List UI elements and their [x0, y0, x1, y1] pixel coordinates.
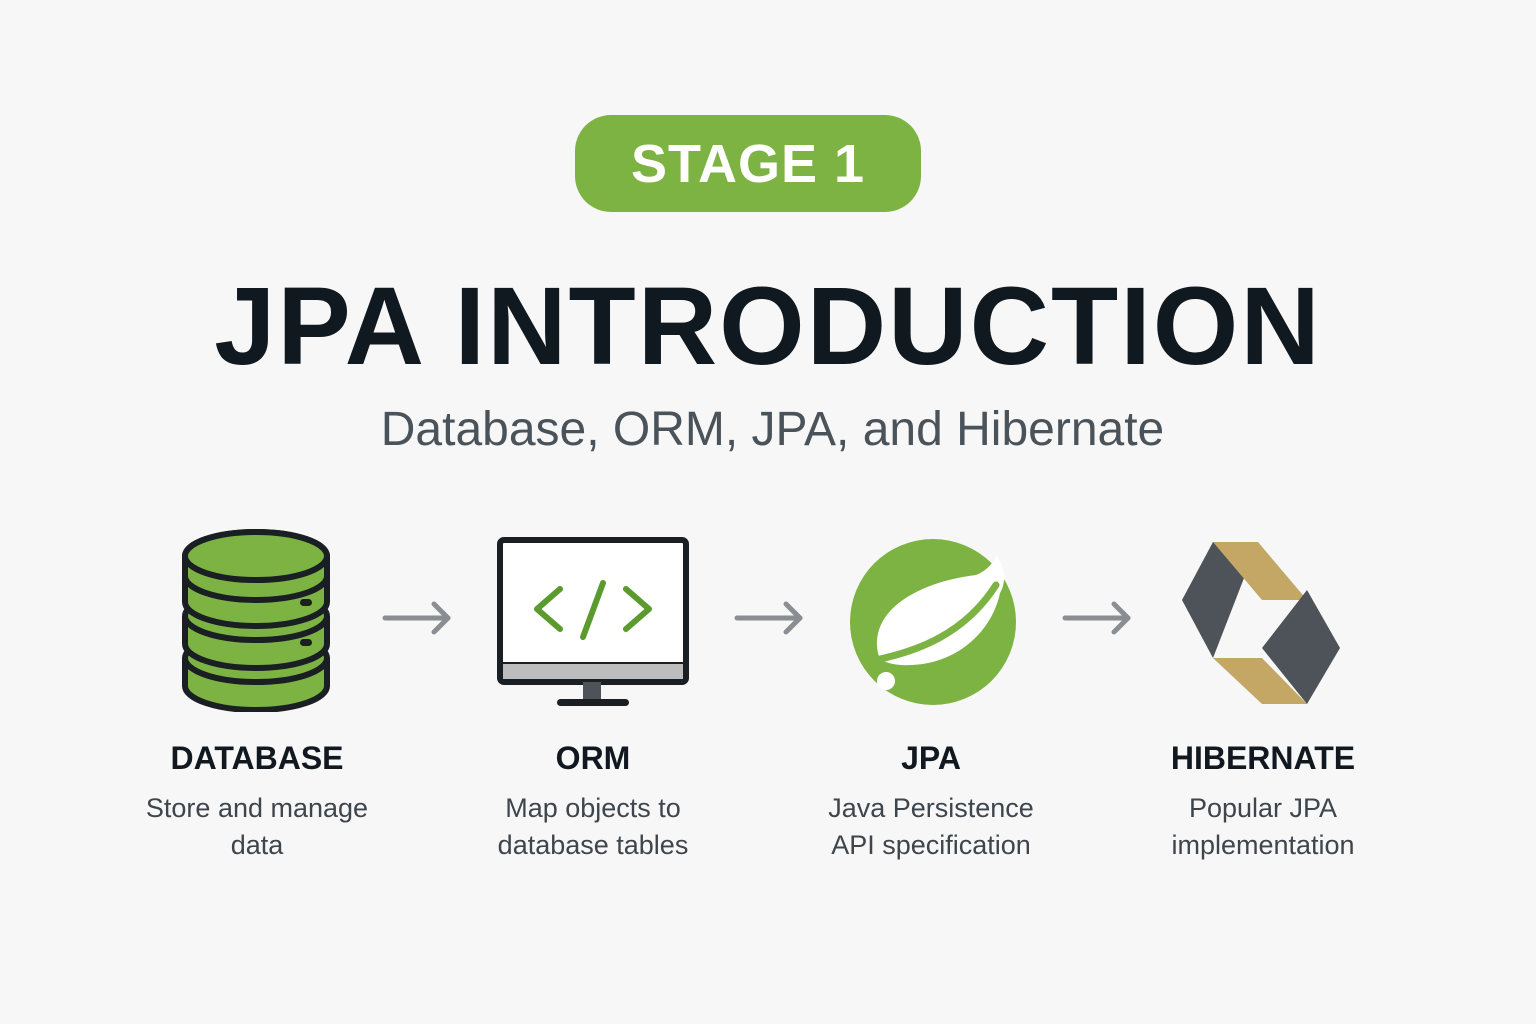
- step-desc-line: Store and manage: [145, 793, 369, 823]
- step-label-database: DATABASE: [170, 740, 344, 776]
- step-desc-database: Store and manage data: [107, 790, 407, 864]
- database-icon: [180, 528, 332, 713]
- step-desc-hibernate: Popular JPA implementation: [1113, 790, 1413, 864]
- step-label-jpa: JPA: [901, 740, 961, 776]
- step-label-hibernate: HIBERNATE: [1170, 740, 1356, 776]
- page-subtitle: Database, ORM, JPA, and Hibernate: [380, 403, 1165, 456]
- step-desc-line: data: [230, 830, 284, 860]
- step-desc-line: database tables: [497, 830, 689, 860]
- hibernate-logo-icon: [1180, 540, 1342, 706]
- arrow-right-icon: [1062, 600, 1134, 636]
- step-desc-jpa: Java Persistence API specification: [781, 790, 1081, 864]
- step-label-orm: ORM: [555, 740, 631, 776]
- arrow-right-icon: [382, 600, 454, 636]
- step-desc-line: Map objects to: [505, 793, 681, 823]
- monitor-code-icon: [497, 537, 691, 709]
- page-title: JPA INTRODUCTION: [214, 265, 1322, 388]
- stage-badge: STAGE 1: [575, 115, 921, 212]
- step-desc-line: implementation: [1171, 830, 1355, 860]
- spring-leaf-icon: [846, 535, 1020, 707]
- arrow-right-icon: [734, 600, 806, 636]
- step-desc-line: API specification: [831, 830, 1031, 860]
- step-desc-line: Popular JPA: [1188, 793, 1338, 823]
- step-desc-orm: Map objects to database tables: [443, 790, 743, 864]
- step-desc-line: Java Persistence: [828, 793, 1034, 823]
